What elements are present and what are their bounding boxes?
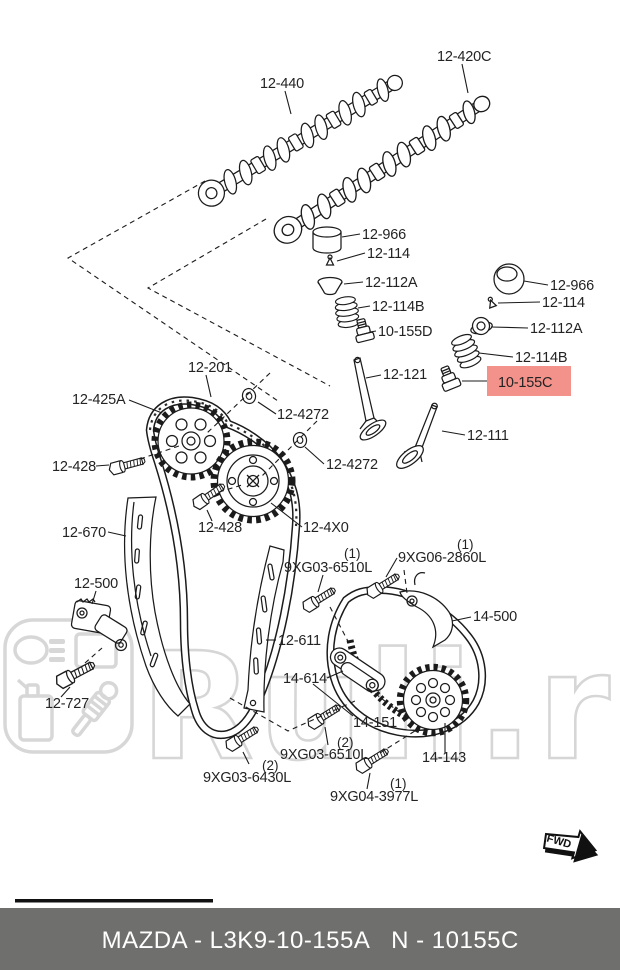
part-label-12-425A: 12-425A (72, 392, 126, 408)
part-label-12-440: 12-440 (260, 76, 304, 92)
watermark-oil-can-icon (16, 678, 54, 742)
qty-label-9xg06-2860L: (1) (457, 537, 474, 552)
part-label-12-4272-a: 12-4272 (277, 407, 329, 423)
part-label-12-428-b: 12-428 (198, 520, 242, 536)
sprocket-12-425A-drawing (151, 401, 231, 481)
valve-12-111-drawing (396, 402, 438, 469)
part-label-12-500: 12-500 (74, 576, 118, 592)
part-label-12-111: 12-111 (467, 428, 509, 444)
footer-bar: MAZDA - L3K9-10-155A N - 10155C (0, 908, 620, 970)
bolt-12-428-a-drawing (107, 454, 147, 477)
part-label-12-428-a: 12-428 (52, 459, 96, 475)
part-label-14-614: 14-614 (283, 671, 327, 687)
tensioner-arm-14-614-drawing (329, 647, 386, 693)
part-label-9xg03-6430L: 9XG03-6430L (203, 770, 291, 786)
tappet-12-966-a-drawing (312, 226, 342, 254)
chain-guide-12-670-drawing (123, 496, 191, 717)
part-label-14-500: 14-500 (473, 609, 517, 625)
part-label-10-155C-highlighted: 10-155C (498, 375, 552, 391)
part-label-14-143: 14-143 (422, 750, 466, 766)
chain-guide-14-500-drawing (399, 571, 454, 649)
fwd-direction-icon: FWD (542, 829, 599, 863)
part-label-9xg03-6510L-1: 9XG03-6510L (284, 560, 372, 576)
part-labels: 12-440 12-420C 12-966 12-114 12-112A 12-… (45, 49, 594, 805)
part-label-10-155D: 10-155D (378, 324, 432, 340)
valve-12-121-drawing (353, 356, 387, 441)
washer-12-4272-b-drawing (291, 430, 309, 450)
part-label-12-611: 12-611 (278, 633, 321, 649)
part-label-12-114B-b: 12-114B (515, 350, 567, 366)
part-label-12-121: 12-121 (383, 367, 427, 383)
retainer-12-112A-a-drawing (317, 276, 343, 296)
part-label-12-201: 12-201 (188, 360, 232, 376)
keeper-12-114-b-drawing (487, 296, 498, 309)
qty-label-9xg03-6510L-2: (2) (337, 735, 354, 750)
watermark-shock-absorber-icon (71, 680, 119, 738)
part-label-12-4272-b: 12-4272 (326, 457, 378, 473)
part-label-12-114-b: 12-114 (542, 295, 585, 311)
qty-label-9xg04-3977L: (1) (390, 776, 407, 791)
spring-12-114B-b-drawing (448, 331, 484, 372)
assembly-dashed-lines (66, 180, 419, 754)
qty-label-9xg03-6430L: (2) (262, 758, 279, 773)
camshaft-12-420C-drawing (268, 87, 497, 250)
part-label-12-4X0: 12-4X0 (303, 520, 349, 536)
tappet-12-966-b-drawing (493, 263, 525, 295)
tensioner-12-500-drawing (70, 598, 128, 652)
spring-12-114B-a-drawing (333, 294, 362, 330)
part-label-12-112A-a: 12-112A (365, 275, 418, 291)
seal-10-155C-drawing (440, 365, 462, 392)
page-edge-line (15, 899, 213, 903)
footer-catalog-number: N - 10155C (391, 927, 519, 954)
part-label-12-114-a: 12-114 (367, 246, 410, 262)
part-label-9xg03-6510L-2: 9XG03-6510L (280, 747, 368, 763)
highlight-box-10-155C (487, 366, 571, 396)
chain-guide-12-611-drawing (243, 545, 285, 713)
part-label-12-112A-b: 12-112A (530, 321, 583, 337)
part-label-12-420C: 12-420C (437, 49, 491, 65)
watermark: Ruli.ru (3, 618, 620, 794)
part-label-12-670: 12-670 (62, 525, 106, 541)
qty-label-9xg03-6510L-1: (1) (344, 546, 361, 561)
retainer-12-112A-b-drawing (470, 316, 493, 336)
sprocket-14-143-drawing (396, 663, 470, 737)
part-label-12-727: 12-727 (45, 696, 89, 712)
keeper-12-114-a-drawing (325, 254, 335, 266)
watermark-text: Ruli.ru (140, 621, 620, 793)
seal-10-155D-drawing (355, 318, 375, 344)
part-label-14-151: 14-151 (353, 715, 397, 731)
washer-12-4272-a-drawing (240, 386, 258, 406)
part-label-9xg06-2860L: 9XG06-2860L (398, 550, 486, 566)
part-label-12-966-a: 12-966 (362, 227, 406, 243)
part-label-12-114B-a: 12-114B (372, 299, 424, 315)
sprocket-12-4X0-drawing (210, 438, 296, 524)
footer-part-code: MAZDA - L3K9-10-155A (102, 927, 371, 954)
part-label-12-966-b: 12-966 (550, 278, 594, 294)
part-label-9xg04-3977L: 9XG04-3977L (330, 789, 418, 805)
